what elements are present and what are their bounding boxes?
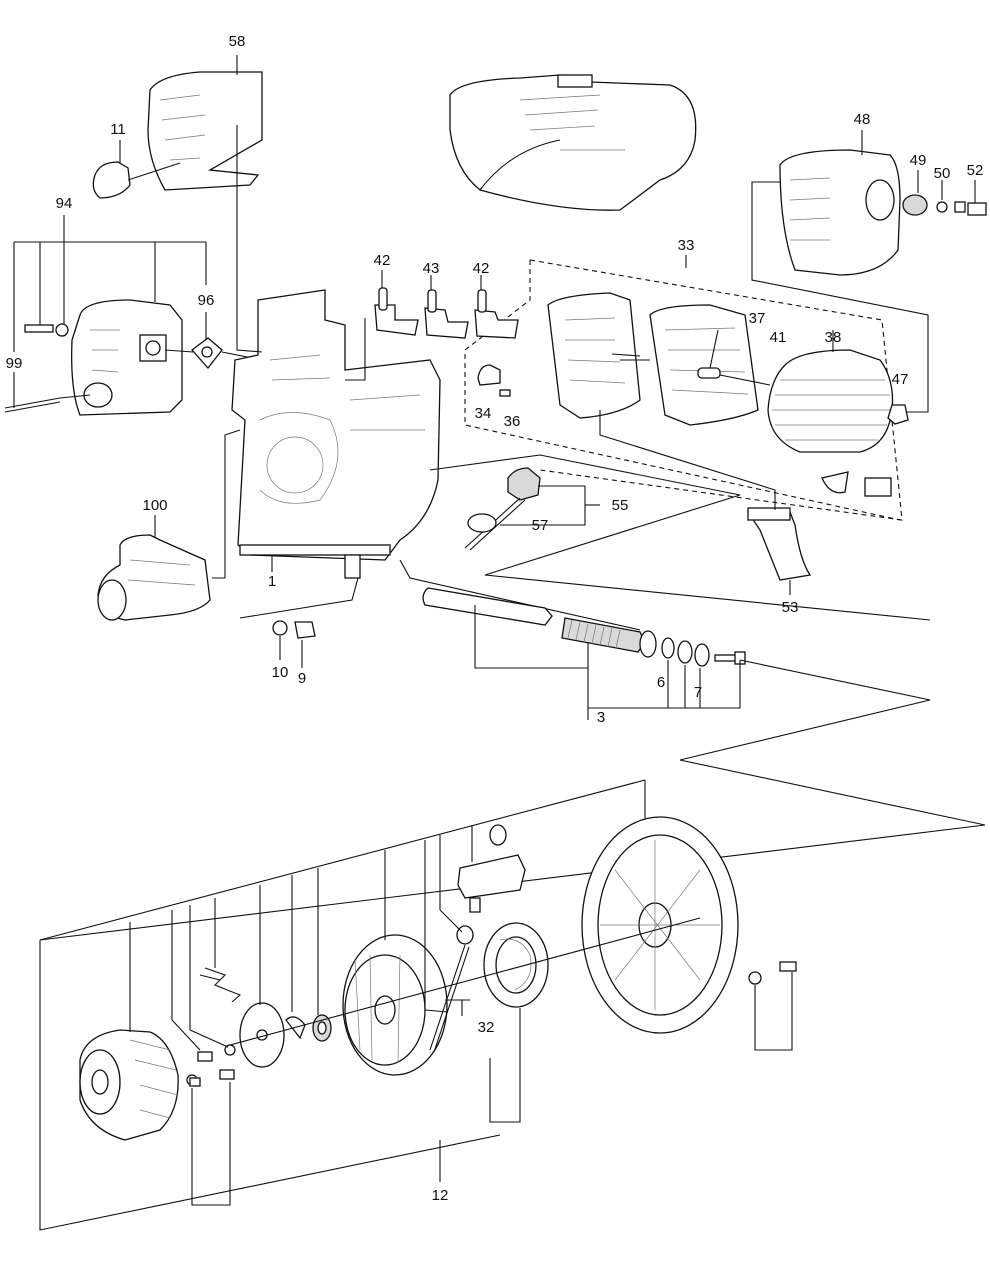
callout-48: 48 — [854, 111, 871, 128]
callout-11: 11 — [110, 121, 126, 138]
callout-41: 41 — [770, 329, 787, 346]
part-9-plug — [294, 621, 316, 668]
filter-base-plate — [547, 292, 641, 419]
gaskets — [821, 471, 892, 497]
callout-33: 33 — [678, 237, 695, 254]
part-10-washer — [272, 620, 288, 660]
callout-9: 9 — [298, 670, 306, 687]
part-58-cowling — [147, 55, 263, 191]
part-37-filter-plate — [649, 304, 759, 426]
callout-94: 94 — [56, 195, 73, 212]
part-7-washers — [677, 640, 710, 667]
part-32-rope — [429, 944, 470, 1053]
starter-disc — [239, 1002, 285, 1068]
callout-6: 6 — [657, 674, 665, 691]
part-57-oring — [467, 513, 497, 533]
part-36-pin — [499, 389, 511, 397]
part-42-bracket-left — [374, 270, 419, 336]
callout-49: 49 — [910, 152, 927, 169]
part-34-clip — [477, 364, 501, 386]
starter-housing — [581, 816, 739, 1034]
callout-52: 52 — [967, 162, 984, 179]
pump-bolt — [24, 323, 69, 337]
callout-1: 1 — [268, 573, 276, 590]
callout-42-left: 42 — [374, 252, 391, 269]
starter-hub — [79, 1029, 179, 1141]
callout-100: 100 — [142, 497, 167, 514]
recoil-pulley — [342, 934, 448, 1076]
callout-12: 12 — [432, 1187, 449, 1204]
fuel-tank — [449, 74, 697, 211]
callout-58: 58 — [229, 33, 246, 50]
part-55-dipstick — [464, 467, 541, 551]
callout-7: 7 — [694, 684, 702, 701]
hub-screws — [186, 1044, 236, 1087]
part-53-intake-elbow — [746, 507, 812, 581]
part-94-fuel-pump — [71, 299, 183, 416]
callout-38: 38 — [825, 329, 842, 346]
part-48-filter-housing — [779, 130, 901, 276]
callout-55: 55 — [612, 497, 629, 514]
callout-32: 32 — [478, 1019, 495, 1036]
part-3-shaft-assembly — [422, 587, 657, 658]
callout-96: 96 — [198, 292, 215, 309]
recoil-spring-cassette — [483, 922, 549, 1008]
part-41-stud — [697, 329, 721, 379]
callout-53: 53 — [782, 599, 799, 616]
part-96-gasket — [191, 337, 223, 370]
callout-42-right: 42 — [473, 260, 490, 277]
part-42-bracket-right — [474, 275, 519, 339]
part-11-cap — [92, 140, 181, 199]
callout-57: 57 — [532, 517, 549, 534]
callout-36: 36 — [504, 413, 521, 430]
part-52-nut — [954, 180, 987, 216]
part-100-starter — [97, 515, 211, 621]
callout-10: 10 — [272, 664, 289, 681]
callout-3: 3 — [597, 709, 605, 726]
part-43-bracket — [424, 275, 469, 339]
part-50-washer — [936, 180, 948, 213]
part-49-grommet — [902, 170, 928, 216]
housing-screws — [748, 961, 797, 985]
part-1-crankcase — [231, 289, 441, 579]
callout-34: 34 — [475, 405, 492, 422]
callout-99: 99 — [6, 355, 23, 372]
part-99-wire — [4, 394, 91, 413]
spring-clip — [199, 967, 242, 1003]
callout-47: 47 — [892, 371, 909, 388]
callout-43: 43 — [423, 260, 440, 277]
part-47-nut — [887, 404, 909, 425]
callout-50: 50 — [934, 165, 951, 182]
part-6-ring — [661, 637, 675, 659]
group-33-filter-assembly — [464, 255, 903, 521]
part-38-filter-element — [767, 330, 894, 453]
callout-37: 37 — [749, 310, 766, 327]
